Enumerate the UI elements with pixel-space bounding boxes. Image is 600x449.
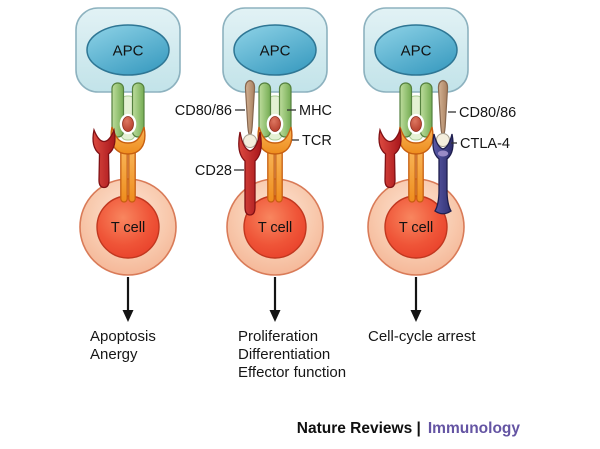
- cd80-86-ligand: [436, 79, 450, 147]
- peptide: [410, 116, 422, 132]
- apc-label: APC: [401, 43, 432, 60]
- cd80-86-binding-tip: [243, 134, 257, 148]
- tcr-binding-cup: [398, 126, 434, 155]
- cd28-fork: [92, 127, 116, 189]
- cd28-fork: [378, 127, 402, 189]
- tcr-receptor: [257, 126, 293, 203]
- outcome-line: Effector function: [238, 364, 346, 381]
- mhc-label: MHC: [299, 103, 332, 119]
- outcome-line: Differentiation: [238, 346, 330, 363]
- cd28-receptor-unengaged: [92, 127, 116, 189]
- tcr-stem: [120, 148, 128, 203]
- cd28-label: CD28: [195, 163, 232, 179]
- outcome-arrow: [410, 277, 422, 322]
- cd80-86-label: CD80/86: [459, 105, 516, 121]
- tcr-label: TCR: [302, 133, 332, 149]
- tcr-binding-cup: [257, 126, 293, 155]
- cd28-fork: [238, 131, 262, 216]
- tcell-nucleus: [384, 195, 448, 259]
- cd80-86-ligand: [243, 79, 257, 148]
- ctla4-band: [437, 150, 449, 157]
- cd80-86-spike: [244, 79, 256, 138]
- outcome-line: Cell-cycle arrest: [368, 328, 476, 345]
- tcr-stem: [416, 148, 424, 203]
- ctla4-receptor: [432, 133, 454, 215]
- tcr-stem: [408, 148, 416, 203]
- tcell-label: T cell: [399, 220, 433, 236]
- panel-ctla4-engagement: APC T cell CD80/86 CTLA-4: [363, 7, 516, 345]
- tcr-receptor: [398, 126, 434, 203]
- apc-nucleus: [233, 24, 317, 76]
- arrow-head: [410, 310, 422, 322]
- outcome-arrow: [122, 277, 134, 322]
- outcome-arrow: [269, 277, 281, 322]
- arrow-head: [269, 310, 281, 322]
- tcr-receptor: [110, 126, 146, 203]
- tcell-label: T cell: [258, 220, 292, 236]
- apc-nucleus: [374, 24, 458, 76]
- cd80-86-binding-tip: [436, 133, 450, 147]
- journal-section: Immunology: [428, 420, 521, 437]
- journal-name: Nature Reviews |: [297, 420, 421, 437]
- outcome-line: Apoptosis: [90, 328, 156, 345]
- panel-cd28-costimulation: APC T cell CD80/86 MHC TCR CD28: [175, 7, 346, 381]
- cd80-86-spike: [437, 79, 449, 138]
- tcell-nucleus: [96, 195, 160, 259]
- ctla4-label: CTLA-4: [460, 136, 510, 152]
- peptide: [122, 116, 134, 132]
- journal-credit: Nature Reviews | Immunology: [297, 420, 521, 437]
- tcr-stem: [275, 148, 283, 203]
- outcome-line: Proliferation: [238, 328, 318, 345]
- tcell-nucleus: [243, 195, 307, 259]
- cd28-receptor-engaged: [238, 131, 262, 216]
- cd80-86-label: CD80/86: [175, 103, 232, 119]
- cd28-receptor-unengaged: [378, 127, 402, 189]
- apc-nucleus: [86, 24, 170, 76]
- arrow-head: [122, 310, 134, 322]
- tcr-stem: [267, 148, 275, 203]
- tcell-label: T cell: [111, 220, 145, 236]
- peptide: [269, 116, 281, 132]
- tcr-stem: [128, 148, 136, 203]
- panel-no-costimulation: APC T cell Apoptosis Anergy: [75, 7, 181, 363]
- tcr-binding-cup: [110, 126, 146, 155]
- outcome-line: Anergy: [90, 346, 138, 363]
- apc-label: APC: [260, 43, 291, 60]
- apc-label: APC: [113, 43, 144, 60]
